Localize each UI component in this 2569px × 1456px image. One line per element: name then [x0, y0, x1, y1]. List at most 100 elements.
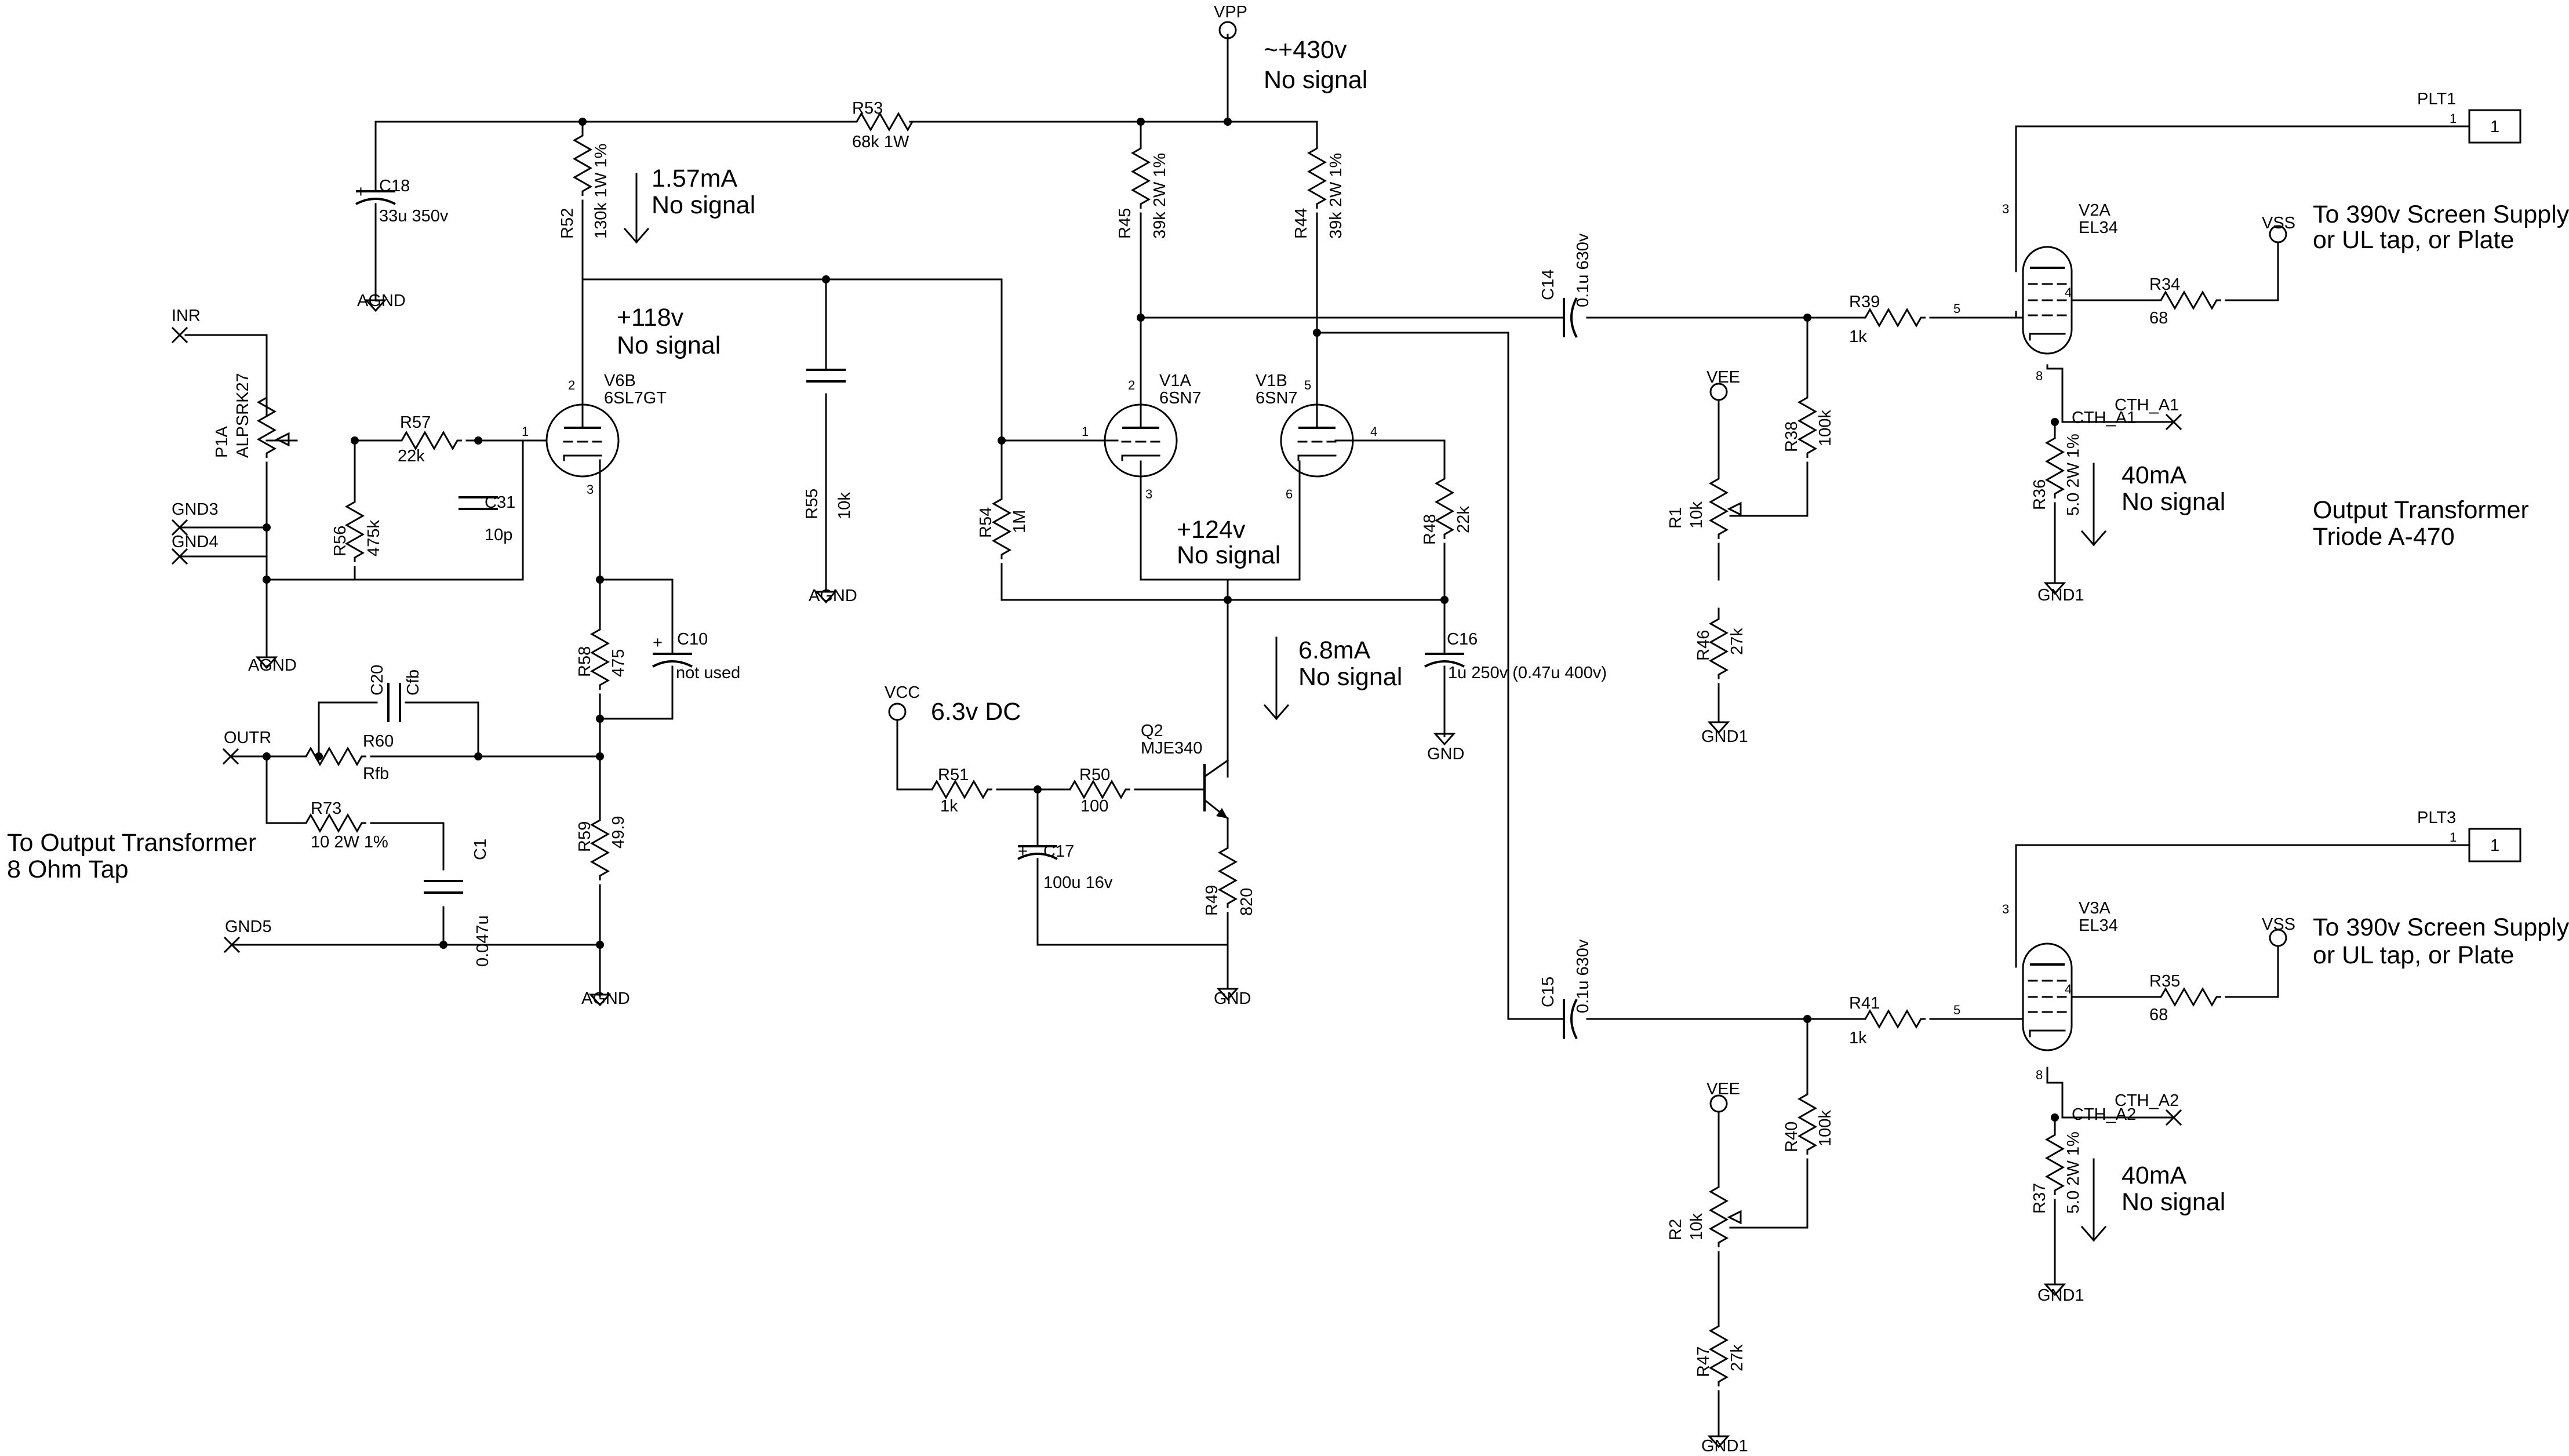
r34-value: 68: [2149, 309, 2168, 327]
c20-symbol: [387, 682, 401, 723]
vpp-voltage-note: ~+430v: [1264, 36, 1347, 64]
gnd-label: GND: [1214, 989, 1251, 1008]
r45-value: 39k 2W 1%: [1151, 153, 1169, 239]
r48-value: 22k: [1454, 506, 1473, 533]
r2-ref: R2: [1666, 1219, 1685, 1240]
v3a-grid-pin: 5: [1953, 1003, 1960, 1017]
v3a-current-note: 40mA: [2122, 1162, 2187, 1189]
r1-value: 10k: [1687, 501, 1706, 529]
v3a-state-note: No signal: [2122, 1188, 2225, 1216]
c1-value: 0.047u: [474, 915, 492, 967]
c20-value: Cfb: [404, 669, 423, 696]
r57-ref: R57: [400, 413, 431, 432]
r44-value: 39k 2W 1%: [1327, 153, 1345, 239]
c31-ref: C31: [485, 493, 515, 512]
inr-port-symbol: [172, 327, 188, 343]
junction-dots: [263, 118, 2059, 1122]
v2a-plate-pin: 3: [2002, 202, 2009, 216]
r60-symbol: [300, 747, 367, 766]
v1a-plate-pin: 2: [1128, 378, 1135, 392]
plt3-connector-pin: 1: [2490, 836, 2499, 855]
r36-ref: R36: [2031, 479, 2049, 510]
c16-value: 1u 250v (0.47u 400v): [1448, 664, 1607, 682]
vss1-terminal-symbol: [2269, 225, 2287, 243]
r46-value: 27k: [1728, 628, 1746, 655]
vcc-label: VCC: [885, 683, 920, 702]
r47-ref: R47: [1694, 1346, 1713, 1377]
r60-value: Rfb: [363, 765, 389, 783]
r52-value: 130k 1W 1%: [592, 144, 610, 239]
c16-ref: C16: [1447, 630, 1478, 649]
v6b-voltage-note: +118v: [617, 304, 684, 332]
gnd1-label: GND1: [1701, 1437, 1748, 1455]
plt3-label: PLT3: [2417, 809, 2456, 827]
transformer-note-line2: Triode A-470: [2313, 523, 2455, 551]
cth-a1-label: CTH_A1: [2115, 396, 2179, 414]
output-tap-note-line1: To Output Transformer: [7, 829, 256, 857]
gnd4-label: GND4: [172, 533, 219, 551]
plt3-pin-number: 1: [2450, 830, 2457, 845]
r58-symbol: [591, 624, 609, 691]
labels: VPP VCC VEE VEE VSS VSS AGND AGND AGND A…: [7, 3, 2569, 1455]
cth-a1-net-label: CTH_A1: [2072, 409, 2136, 427]
vpp-label: VPP: [1214, 3, 1247, 21]
v6b-value: 6SL7GT: [604, 389, 667, 407]
screen2-note-line1: To 390v Screen Supply,: [2313, 913, 2569, 941]
r40-symbol: [1798, 1089, 1817, 1156]
r53-value: 68k 1W: [852, 133, 909, 151]
v6b-ref: V6B: [604, 372, 636, 390]
plt1-connector-symbol: [2468, 109, 2521, 144]
r41-ref: R41: [1849, 994, 1880, 1013]
c10-value: not used: [676, 664, 740, 682]
r1-ref: R1: [1666, 507, 1685, 529]
r2-value: 10k: [1687, 1213, 1706, 1240]
r2-symbol: [1709, 1181, 1728, 1248]
v1b-ref: V1B: [1256, 372, 1287, 390]
v2a-state-note: No signal: [2122, 488, 2225, 516]
vss1-label: VSS: [2262, 214, 2295, 232]
r47-value: 27k: [1728, 1344, 1746, 1371]
c10-ref: C10: [677, 630, 708, 649]
r44-ref: R44: [1292, 208, 1311, 239]
v6b-state-note: No signal: [617, 332, 721, 359]
r37-symbol: [2046, 1129, 2064, 1196]
c18-value: 33u 350v: [379, 207, 449, 225]
cth-a2-net-label: CTH_A2: [2072, 1105, 2136, 1124]
r52-current-note: 1.57mA: [652, 165, 738, 192]
r52-ref: R52: [558, 208, 577, 239]
c31-value: 10p: [485, 526, 512, 544]
vpp-state-note: No signal: [1264, 66, 1367, 94]
gnd1-label: GND1: [1701, 727, 1748, 746]
r52-state-note: No signal: [652, 191, 755, 219]
r53-ref: R53: [852, 99, 883, 118]
gnd5-label: GND5: [225, 918, 272, 936]
r57-value: 22k: [398, 447, 425, 465]
v2a-value: EL34: [2079, 219, 2118, 237]
outr-label: OUTR: [224, 729, 271, 747]
c14-ref: C14: [1539, 270, 1558, 300]
r59-ref: R59: [576, 821, 594, 852]
r45-symbol: [1131, 143, 1150, 210]
gnd1-label: GND1: [2037, 586, 2084, 605]
r46-symbol: [1709, 613, 1728, 680]
r38-value: 100k: [1816, 410, 1835, 446]
ground-symbol: [1434, 723, 1455, 745]
v1-cathode-state-note: No signal: [1177, 541, 1280, 569]
r50-ref: R50: [1079, 766, 1110, 784]
svg-text:+: +: [356, 183, 366, 201]
r54-value: 1M: [1010, 510, 1029, 533]
vee1-terminal-symbol: [1709, 383, 1728, 401]
v6b-grid-pin: 1: [522, 424, 529, 439]
plt3-connector-symbol: [2468, 828, 2521, 862]
vee1-label: VEE: [1706, 368, 1740, 387]
power-symbols: [172, 21, 2521, 1448]
r49-value: 820: [1238, 888, 1256, 916]
wires: [179, 34, 2470, 1434]
r37-value: 5.0 2W 1%: [2064, 1131, 2083, 1214]
v3a-screen-pin: 4: [2065, 982, 2072, 996]
r40-ref: R40: [1782, 1122, 1801, 1152]
v1-cathode-voltage-note: +124v: [1177, 516, 1246, 544]
vee2-terminal-symbol: [1709, 1094, 1728, 1113]
q2-transistor-symbol: [1203, 759, 1229, 820]
r51-value: 1k: [940, 797, 958, 816]
